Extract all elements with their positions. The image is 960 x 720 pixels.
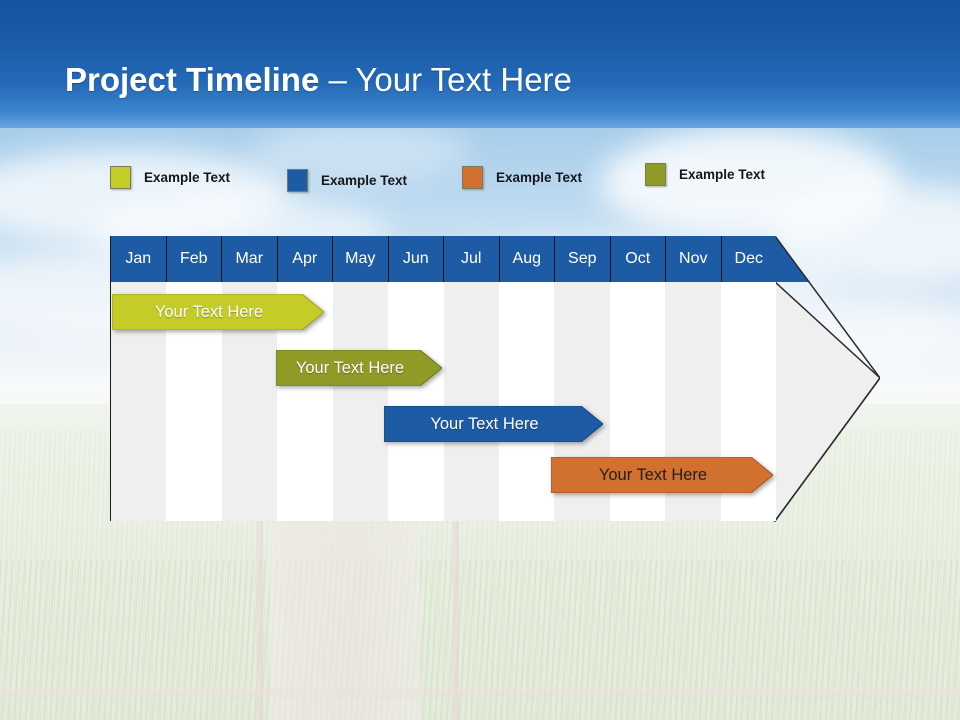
month-header-jan[interactable]: Jan (111, 236, 167, 282)
legend: Example Text Example Text Example Text Exam… (0, 160, 960, 202)
timeline-column-aug (498, 282, 555, 521)
month-header-dec[interactable]: Dec (721, 236, 776, 282)
legend-swatch-3 (462, 166, 483, 189)
month-header-sep[interactable]: Sep (555, 236, 611, 282)
month-header-mar[interactable]: Mar (222, 236, 278, 282)
legend-item-3[interactable]: Example Text (462, 166, 582, 189)
page-title-light: Your Text Here (355, 61, 572, 98)
title-banner (0, 0, 960, 128)
timeline-column-jun (388, 282, 444, 521)
timeline-bar-label-4: Your Text Here (598, 465, 708, 484)
legend-item-2[interactable]: Example Text (287, 169, 407, 192)
month-header-jun[interactable]: Jun (388, 236, 444, 282)
timeline-bar-1[interactable]: Your Text Here (112, 294, 324, 330)
legend-label-2: Example Text (321, 173, 408, 188)
timeline-bar-label-2: Your Text Here (295, 358, 405, 377)
timeline-bar-label-3: Your Text Here (430, 414, 539, 433)
legend-label-4: Example Text (679, 167, 766, 182)
timeline-bar-shape-2 (276, 350, 442, 386)
legend-item-4[interactable]: Example Text (645, 163, 765, 186)
timeline-bar-shape-4 (551, 457, 773, 493)
signpost-edge-right (452, 470, 459, 720)
legend-item-1[interactable]: Example Text (110, 166, 230, 189)
month-header-nov[interactable]: Nov (666, 236, 722, 282)
timeline-bar-3[interactable]: Your Text Here (384, 406, 603, 442)
legend-label-3: Example Text (496, 170, 583, 185)
signpost-edge-left (256, 470, 263, 720)
timeline-bar-4[interactable]: Your Text Here (551, 457, 773, 493)
timeline-column-may (332, 282, 389, 521)
month-header-oct[interactable]: Oct (610, 236, 666, 282)
timeline-bar-label-1: Your Text Here (154, 302, 264, 321)
ground-line (0, 688, 960, 698)
month-header-jul[interactable]: Jul (444, 236, 500, 282)
timeline-bar-2[interactable]: Your Text Here (276, 350, 442, 386)
timeline-column-jul (443, 282, 499, 521)
legend-swatch-2 (287, 169, 308, 192)
legend-label-1: Example Text (144, 170, 231, 185)
page-title: Project Timeline – Your Text Here (65, 58, 572, 102)
timeline-arrow-head (774, 236, 880, 522)
legend-swatch-4 (645, 163, 666, 186)
month-header-apr[interactable]: Apr (277, 236, 333, 282)
timeline-bar-shape-3 (384, 406, 603, 442)
month-header-aug[interactable]: Aug (499, 236, 555, 282)
timeline-bar-shape-1 (112, 294, 324, 330)
legend-swatch-1 (110, 166, 131, 189)
month-header-feb[interactable]: Feb (166, 236, 222, 282)
cloud-shape (250, 120, 470, 180)
page-title-separator: – (319, 61, 356, 98)
month-header-may[interactable]: May (333, 236, 389, 282)
page-title-bold: Project Timeline (65, 61, 320, 98)
